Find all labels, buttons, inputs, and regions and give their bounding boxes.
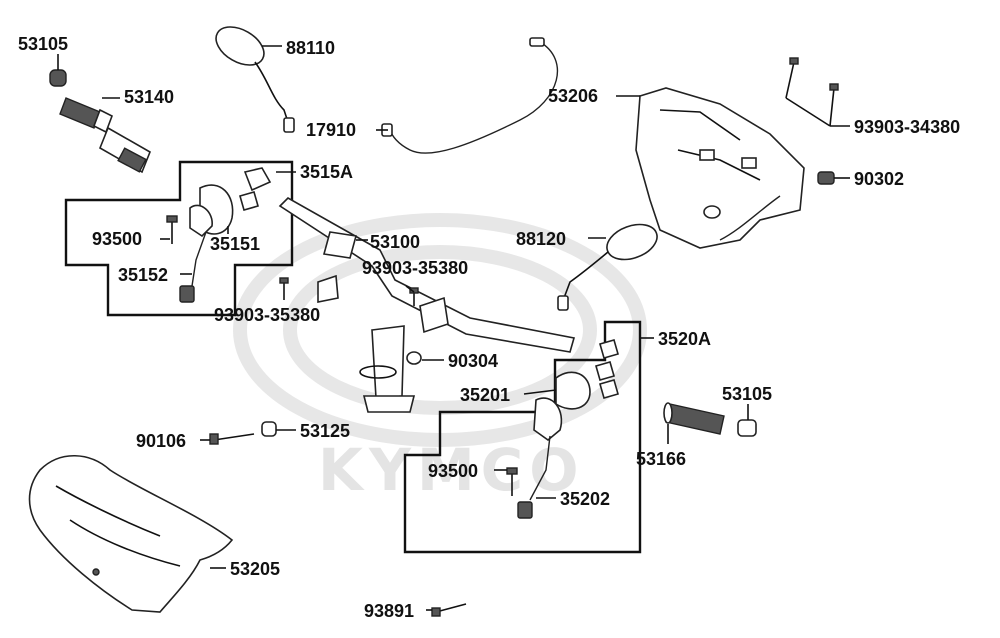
callout-53105-top: 53105 (18, 34, 68, 54)
part-93903-35380-bolt-b (409, 287, 419, 306)
part-53166-right-grip (663, 402, 725, 435)
group-outline-3515A (64, 160, 294, 317)
callout-90106: 90106 (136, 431, 186, 451)
part-88120-right-mirror (557, 223, 658, 311)
callout-35202: 35202 (560, 489, 610, 509)
part-53206-rear-cover (635, 87, 805, 249)
part-3520A-right-switch (595, 339, 619, 399)
watermark-brand: KYMCO (318, 436, 585, 504)
callout-93903-34380: 93903-34380 (854, 117, 960, 137)
part-93500-left-screw (166, 215, 178, 244)
part-53105-right-bar-end (737, 419, 757, 437)
callout-53140: 53140 (124, 87, 174, 107)
callout-53105-right: 53105 (722, 384, 772, 404)
callout-53206: 53206 (548, 86, 598, 106)
callout-90304: 90304 (448, 351, 498, 371)
part-3515A-left-switch (179, 167, 272, 303)
part-90304-washer (406, 351, 422, 365)
callout-53166: 53166 (636, 449, 686, 469)
group-outline-3520A (403, 320, 642, 554)
part-88110-left-mirror (215, 26, 295, 133)
callout-17910: 17910 (306, 120, 356, 140)
part-93903-34380-screws (785, 57, 839, 127)
part-53100-handlebar (278, 197, 576, 413)
callout-90302: 90302 (854, 169, 904, 189)
callout-53125: 53125 (300, 421, 350, 441)
part-53140-left-grip (59, 97, 152, 174)
callout-93891: 93891 (364, 601, 414, 621)
callout-35201: 35201 (460, 385, 510, 405)
callout-35152: 35152 (118, 265, 168, 285)
callout-93500-right: 93500 (428, 461, 478, 481)
part-90302-nut (817, 171, 835, 185)
callout-93500-left: 93500 (92, 229, 142, 249)
part-35202-switch-lower (517, 397, 563, 519)
part-53105-bar-end (49, 69, 67, 87)
part-93891-screw (431, 603, 467, 617)
part-53125-weight (261, 421, 277, 437)
callout-3515A: 3515A (300, 162, 353, 182)
part-53205-front-cover (28, 454, 234, 613)
part-93500-right-screw (506, 467, 518, 496)
callout-53205: 53205 (230, 559, 280, 579)
callout-3520A: 3520A (658, 329, 711, 349)
callout-93903-35380-b: 93903-35380 (214, 305, 320, 325)
callout-35151: 35151 (210, 234, 260, 254)
part-17910-throttle-cable (381, 37, 559, 154)
part-35201-switch-housing (555, 371, 591, 410)
callout-88110: 88110 (286, 38, 335, 58)
part-93903-35380-bolt-a (279, 277, 289, 296)
callout-88120: 88120 (516, 229, 566, 249)
leader-lines (57, 45, 850, 611)
callout-93903-35380-a: 93903-35380 (362, 258, 468, 278)
callout-53100: 53100 (370, 232, 420, 252)
part-90106-bolt (209, 433, 255, 445)
